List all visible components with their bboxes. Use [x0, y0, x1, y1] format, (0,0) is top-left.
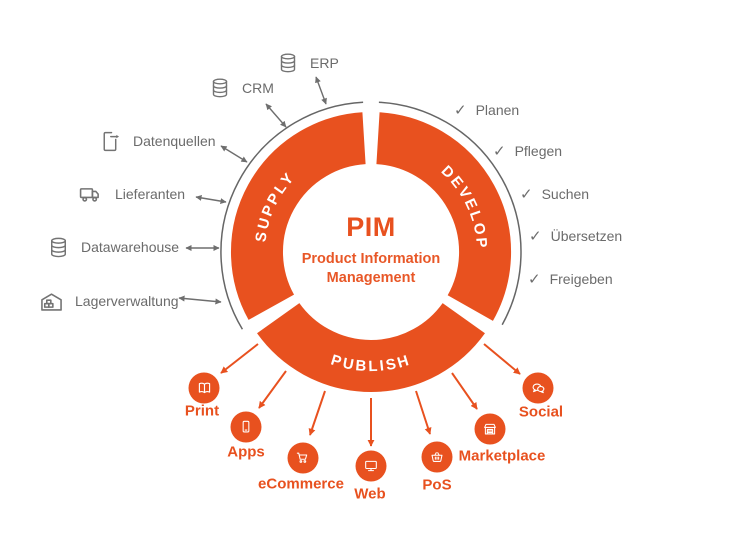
task-label: Pflegen — [514, 143, 563, 159]
database-icon — [276, 51, 300, 75]
channel-print — [188, 372, 220, 404]
monitor-icon — [363, 458, 380, 475]
check-icon: ✓ — [454, 101, 467, 119]
arrow-crm — [265, 103, 287, 128]
truck-icon — [78, 181, 105, 208]
book-icon — [195, 379, 213, 397]
source-item-datawarehouse: Datawarehouse — [46, 232, 179, 262]
segment-label-publish: PUBLISH — [329, 352, 413, 376]
check-icon: ✓ — [520, 185, 533, 203]
source-arrows — [178, 76, 327, 305]
outer-arc-left — [220, 101, 364, 330]
source-item-lagerverwaltung: Lagerverwaltung — [38, 286, 179, 316]
source-label: ERP — [310, 55, 339, 71]
smartphone-icon — [238, 419, 255, 436]
task-item-freigeben: ✓ Freigeben — [528, 269, 613, 289]
ring-segments — [231, 112, 512, 392]
source-label: Datawarehouse — [81, 239, 180, 255]
arrow-print — [220, 343, 259, 374]
document-export-icon — [98, 129, 123, 154]
channel-arrows — [220, 343, 521, 447]
arrow-pos — [415, 390, 432, 435]
channel-social — [522, 372, 554, 404]
arrow-ecommerce — [308, 390, 326, 436]
outer-arc-right — [378, 101, 522, 326]
channel-label-pos: PoS — [422, 476, 452, 494]
channel-label-print: Print — [184, 402, 220, 420]
channel-label-ecommerce: eCommerce — [258, 475, 344, 493]
segment-label-publish-text: PUBLISH — [329, 352, 411, 376]
task-label: Übersetzen — [550, 228, 623, 244]
channel-apps — [230, 411, 262, 443]
pim-subtitle: Product Information Management — [301, 250, 441, 286]
channel-web — [355, 450, 387, 482]
source-label: Datenquellen — [133, 133, 216, 149]
arrow-lieferanten — [195, 194, 227, 205]
store-icon — [482, 421, 499, 438]
ring-segment-publish — [257, 302, 485, 392]
cart-icon — [295, 450, 312, 467]
task-item-pflegen: ✓ Pflegen — [493, 141, 562, 161]
source-item-crm: CRM — [208, 73, 274, 103]
outer-ring-outline — [220, 101, 522, 330]
chat-icon — [529, 379, 547, 397]
arrow-marketplace — [451, 372, 478, 410]
database-icon — [208, 76, 232, 100]
channel-pos — [421, 441, 453, 473]
channel-label-marketplace: Marketplace — [458, 447, 546, 465]
task-item-planen: ✓ Planen — [454, 100, 519, 120]
arrow-lagerverwaltung — [178, 295, 222, 305]
warehouse-icon — [38, 288, 65, 315]
ring-segment-supply — [231, 112, 367, 320]
basket-icon — [429, 449, 446, 466]
task-label: Planen — [475, 102, 520, 118]
task-item-suchen: ✓ Suchen — [520, 184, 589, 204]
ring-segment-develop — [375, 112, 512, 321]
task-label: Freigeben — [549, 271, 613, 287]
channel-ecommerce — [287, 442, 319, 474]
database-icon — [46, 235, 71, 260]
task-label: Suchen — [541, 186, 590, 202]
channel-marketplace — [474, 413, 506, 445]
channel-label-apps: Apps — [227, 443, 265, 461]
source-label: CRM — [242, 80, 274, 96]
source-item-datenquellen: Datenquellen — [98, 126, 216, 156]
arrow-datenquellen — [220, 145, 248, 163]
arrow-social — [483, 343, 521, 375]
task-item-uebersetzen: ✓ Übersetzen — [529, 226, 622, 246]
channel-label-web: Web — [354, 485, 386, 503]
channel-label-social: Social — [518, 403, 564, 421]
arrow-apps — [258, 370, 287, 409]
source-item-lieferanten: Lieferanten — [78, 179, 185, 209]
arrow-erp — [315, 76, 327, 105]
center-text: PIM Product Information Management — [281, 212, 461, 288]
pim-title: PIM — [346, 211, 396, 242]
check-icon: ✓ — [493, 142, 506, 160]
source-item-erp: ERP — [276, 48, 339, 78]
source-label: Lieferanten — [115, 186, 186, 202]
check-icon: ✓ — [529, 227, 542, 245]
source-label: Lagerverwaltung — [75, 293, 179, 309]
check-icon: ✓ — [528, 270, 541, 288]
